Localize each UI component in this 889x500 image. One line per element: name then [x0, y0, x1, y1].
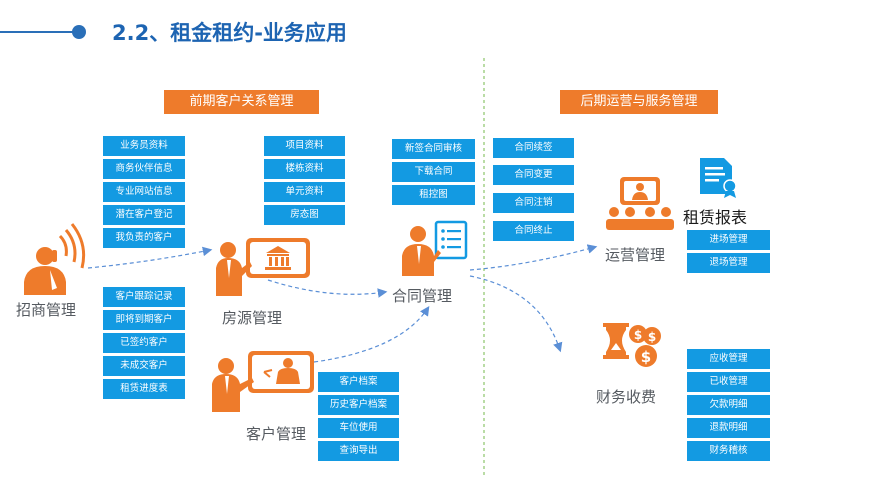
title-line: [0, 31, 76, 33]
list-item: 应收管理: [687, 349, 770, 369]
list-item: 合同终止: [493, 221, 574, 241]
list-item: 项目资料: [264, 136, 345, 156]
list-item: 专业网站信息: [103, 182, 185, 202]
list-item: 商务伙伴信息: [103, 159, 185, 179]
kehu-label: 客户管理: [246, 425, 307, 443]
list-item: 车位使用: [318, 418, 399, 438]
list-item: 租赁进度表: [103, 379, 185, 399]
list-item: 我负责的客户: [103, 228, 185, 248]
list-item: 查询导出: [318, 441, 399, 461]
list-item: 已收管理: [687, 372, 770, 392]
list-item: 租控图: [392, 185, 475, 205]
list-item: 退款明细: [687, 418, 770, 438]
list-item: 新签合同审核: [392, 139, 475, 159]
list-item: 未成交客户: [103, 356, 185, 376]
arrow-hetong-caiwu: [469, 275, 563, 353]
left-section-header: 前期客户关系管理: [164, 90, 319, 114]
list-item: 合同变更: [493, 165, 574, 185]
hetong-label: 合同管理: [392, 287, 453, 305]
arrow-hetong-yunying: [469, 244, 598, 271]
zulin-report-label: 租赁报表: [683, 208, 748, 227]
list-item: 即将到期客户: [103, 310, 185, 330]
list-item: 客户跟踪记录: [103, 287, 185, 307]
caiwu-label: 财务收费: [596, 388, 657, 406]
list-item: 房态图: [264, 205, 345, 225]
list-item: 潜在客户登记: [103, 205, 185, 225]
right-section-header: 后期运营与服务管理: [560, 90, 718, 114]
list-item: 退场管理: [687, 253, 770, 273]
svg-text:$: $: [648, 330, 656, 344]
title-dot: [72, 25, 86, 39]
list-item: 欠款明细: [687, 395, 770, 415]
zhaoshang-label: 招商管理: [16, 301, 77, 319]
list-item: 客户档案: [318, 372, 399, 392]
fangyuan-label: 房源管理: [222, 309, 283, 327]
list-item: 进场管理: [687, 230, 770, 250]
page-title: 2.2、租金租约-业务应用: [112, 21, 347, 45]
list-item: 合同注销: [493, 193, 574, 213]
list-item: 楼栋资料: [264, 159, 345, 179]
list-item: 合同续签: [493, 138, 574, 158]
list-item: 已签约客户: [103, 333, 185, 353]
list-item: 历史客户档案: [318, 395, 399, 415]
list-item: 单元资料: [264, 182, 345, 202]
svg-text:$: $: [634, 328, 642, 342]
svg-text:$: $: [641, 348, 651, 366]
list-item: 下载合同: [392, 162, 475, 182]
list-item: 财务稽核: [687, 441, 770, 461]
yunying-label: 运营管理: [605, 246, 666, 264]
list-item: 业务员资料: [103, 136, 185, 156]
arrow-fangyuan-hetong: [267, 279, 388, 298]
